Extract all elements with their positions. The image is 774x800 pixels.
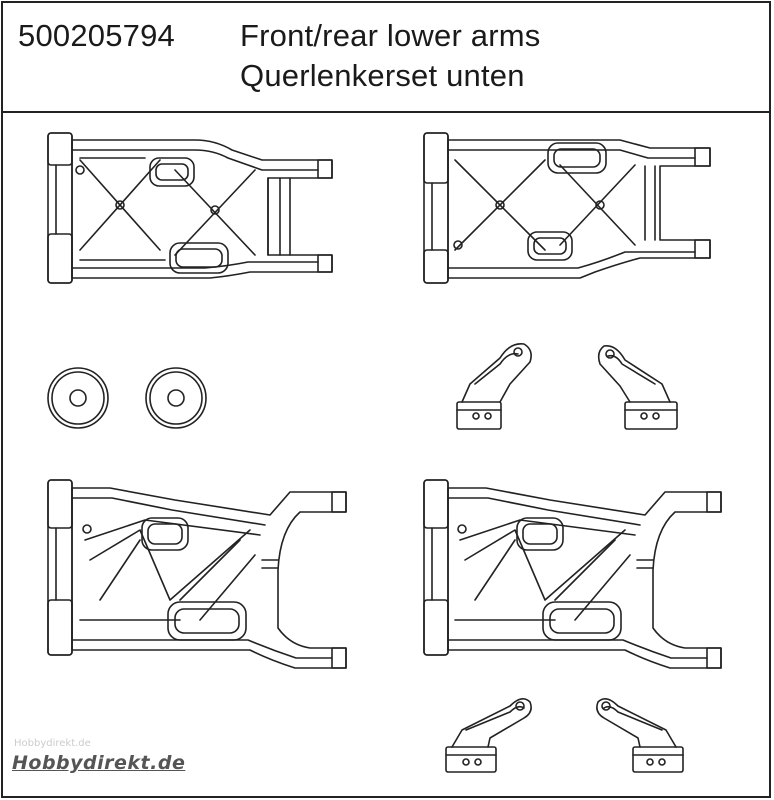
title-german: Querlenkerset unten [240, 58, 525, 93]
watermark-logo: Hobbydirekt.de [12, 752, 186, 774]
mount-bracket-1 [456, 342, 532, 430]
watermark-faint: Hobbydirekt.de [14, 738, 91, 749]
washer-left [47, 367, 109, 429]
mount-bracket-3 [445, 698, 532, 773]
rear-lower-arm-right [423, 479, 722, 669]
drawing-frame [1, 111, 771, 798]
part-number: 500205794 [18, 18, 175, 53]
title-english: Front/rear lower arms [240, 18, 541, 53]
rear-lower-arm-left [47, 479, 347, 669]
front-lower-arm-right [423, 132, 711, 284]
washer-right [145, 367, 207, 429]
mount-bracket-2 [597, 344, 678, 430]
front-lower-arm-left [47, 132, 333, 284]
mount-bracket-4 [596, 698, 684, 773]
